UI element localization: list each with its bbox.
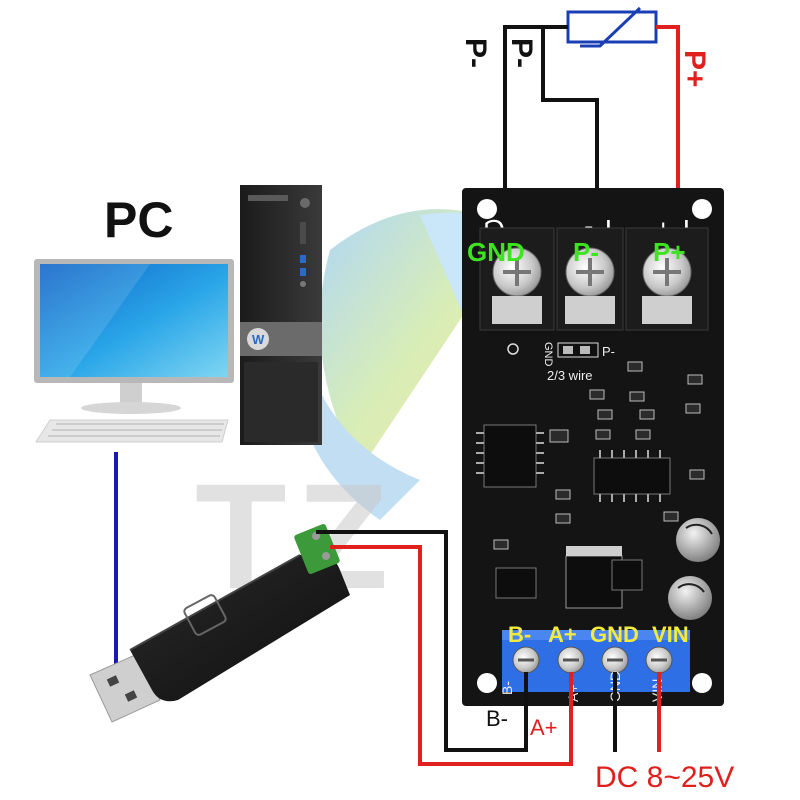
probe-label-p-minus-right: P- <box>505 38 538 68</box>
terminal-label-gnd: GND <box>467 237 525 267</box>
usb-rs485-adapter <box>89 524 350 723</box>
terminal-label-vin: VIN <box>652 622 689 647</box>
wire-a-plus <box>330 545 573 766</box>
electrolytic-capacitor-1 <box>676 518 720 562</box>
bottom-terminal-block: B- A+ GND VIN <box>502 622 690 692</box>
probe-label-p-minus-left: P- <box>459 38 492 68</box>
voltage-regulator <box>495 546 643 609</box>
pcb-board: G P- P+ GND P- P+ GND P- 2/3 wire <box>462 188 724 706</box>
terminal-label-b-minus: B- <box>508 622 531 647</box>
probe-label-p-plus: P+ <box>678 50 711 88</box>
ic-chip-right <box>593 450 671 502</box>
silk-b-minus: B- <box>499 681 515 695</box>
probe-wire-p-right <box>541 27 599 200</box>
jumper-label-p-minus: P- <box>602 344 615 359</box>
keyboard-icon <box>35 419 229 443</box>
electrolytic-capacitor-2 <box>668 576 712 620</box>
wire-label-b-minus: B- <box>486 706 508 731</box>
probe-wire-p-left <box>503 25 568 200</box>
monitor-icon <box>34 259 234 414</box>
wire-label-a-plus: A+ <box>530 715 558 740</box>
terminal-label-a-plus: A+ <box>548 622 577 647</box>
jumper-caption: 2/3 wire <box>547 368 593 383</box>
smd-components <box>493 361 705 550</box>
top-terminal-block: GND P- P+ <box>467 227 709 331</box>
terminal-label-p-plus: P+ <box>653 237 686 267</box>
probe-wire-p-plus <box>656 25 680 200</box>
rtd-sensor-symbol <box>566 6 658 48</box>
jumper-label-gnd: GND <box>542 342 554 367</box>
svg-text:W: W <box>252 332 265 347</box>
wire-b-minus <box>316 530 528 752</box>
pc-label: PC <box>104 192 173 248</box>
terminal-label-gnd-bottom: GND <box>590 622 639 647</box>
pc-tower-icon: W <box>240 185 322 445</box>
ic-chip-left <box>476 424 544 488</box>
terminal-label-p-minus: P- <box>573 237 599 267</box>
power-label: DC 8~25V <box>595 761 734 794</box>
